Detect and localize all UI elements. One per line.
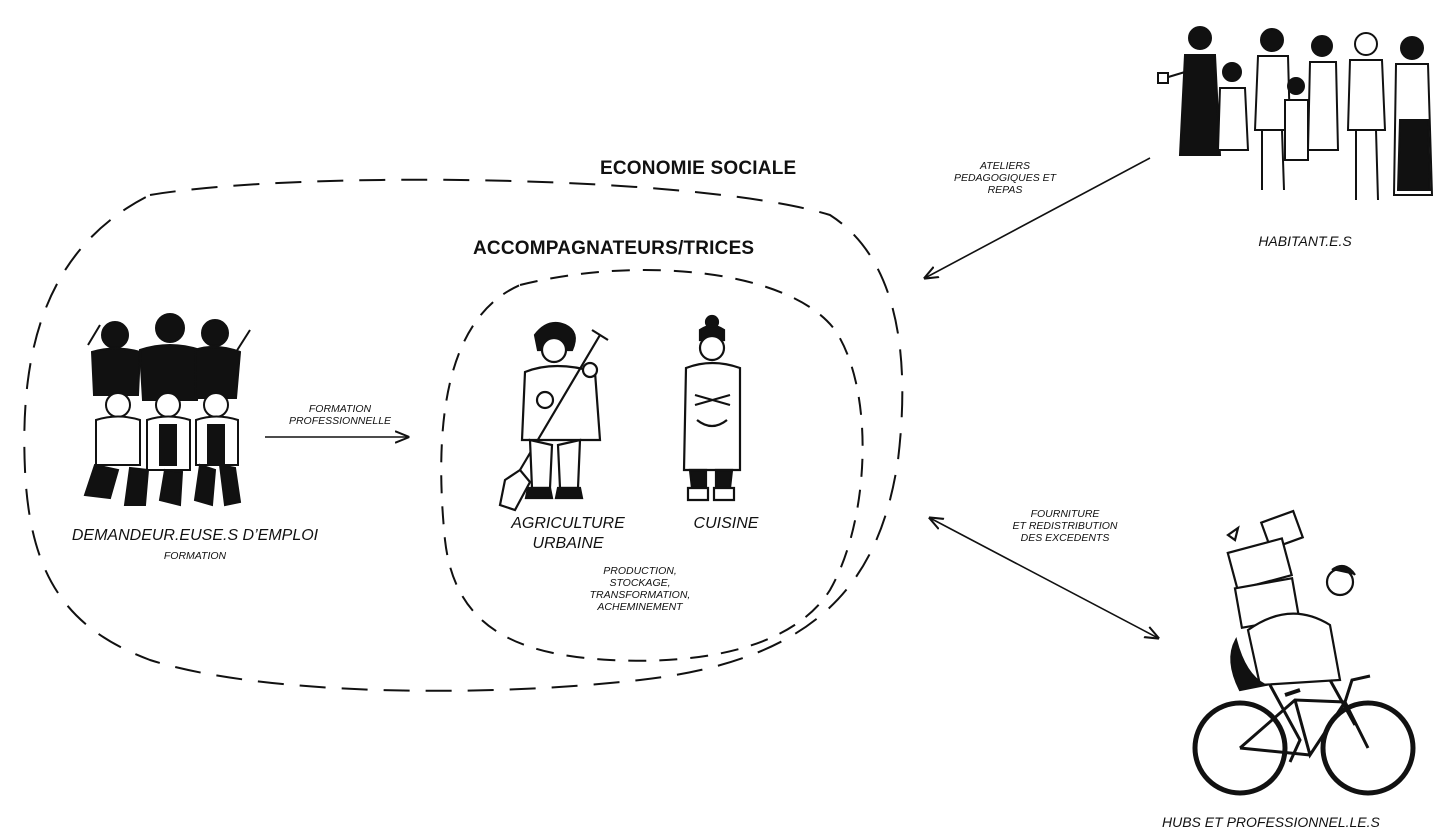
job-seekers-group-illustration (83, 313, 251, 507)
accompagnateurs-title: ACCOMPAGNATEURS/TRICES (473, 238, 755, 259)
activities-line-1: PRODUCTION, (603, 565, 677, 577)
ateliers-flow-line-3: REPAS (987, 184, 1023, 196)
activities-line-4: ACHEMINEMENT (597, 601, 683, 613)
agriculture-urbaine-line-1: AGRICULTURE (511, 515, 625, 532)
economie-sociale-boundary (23, 178, 904, 692)
ateliers-arrow (925, 157, 1151, 278)
cyclist-courier-illustration (1192, 509, 1416, 796)
job-seekers-sublabel: FORMATION (163, 550, 227, 562)
activities-label: PRODUCTION, STOCKAGE, TRANSFORMATION, AC… (560, 565, 720, 613)
formation-flow-label: FORMATION PROFESSIONNELLE (260, 403, 420, 427)
accompagnateurs-boundary (440, 269, 864, 662)
residents-group-illustration (1157, 26, 1434, 201)
fourniture-flow-line-1: FOURNITURE (1030, 508, 1100, 520)
fourniture-flow-line-2: ET REDISTRIBUTION (1012, 520, 1118, 532)
ateliers-flow-line-1: ATELIERS (980, 160, 1030, 172)
activities-line-3: TRANSFORMATION, (589, 589, 691, 601)
ateliers-flow-line-2: PEDAGOGIQUES ET (953, 172, 1057, 184)
hubs-label: HUBS ET PROFESSIONNEL.LE.S (1162, 814, 1380, 830)
cuisine-label: CUISINE (693, 515, 759, 532)
agriculture-urbaine-label: AGRICULTURE URBAINE (508, 514, 628, 554)
cook-illustration (682, 314, 742, 502)
activities-line-2: STOCKAGE, (609, 577, 671, 589)
fourniture-arrow (930, 518, 1158, 638)
residents-label: HABITANT.E.S (1258, 233, 1352, 249)
formation-flow-line-1: FORMATION (308, 403, 372, 415)
economie-sociale-title: ECONOMIE SOCIALE (600, 158, 797, 179)
ateliers-flow-label: ATELIERS PEDAGOGIQUES ET REPAS (935, 160, 1075, 196)
formation-flow-line-2: PROFESSIONNELLE (288, 415, 392, 427)
fourniture-flow-line-3: DES EXCEDENTS (1020, 532, 1110, 544)
farmer-with-shovel-illustration (498, 321, 609, 512)
job-seekers-label: DEMANDEUR.EUSE.S D’EMPLOI (71, 527, 319, 544)
agriculture-urbaine-line-2: URBAINE (532, 535, 604, 552)
fourniture-flow-label: FOURNITURE ET REDISTRIBUTION DES EXCEDEN… (995, 508, 1135, 544)
